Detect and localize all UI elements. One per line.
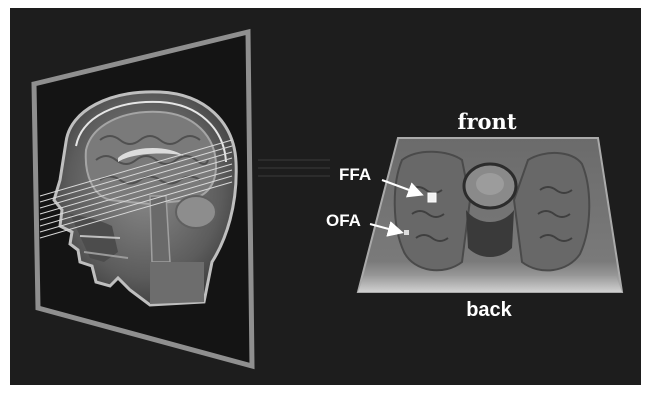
front-label: front	[457, 109, 516, 134]
back-label: back	[466, 299, 512, 321]
ffa-roi-marker	[428, 193, 436, 202]
axial-slab-edge	[358, 276, 622, 292]
ffa-label: FFA	[339, 165, 371, 184]
ofa-roi-marker	[404, 230, 409, 235]
sagittal-panel	[34, 32, 252, 366]
ofa-label: OFA	[326, 211, 361, 230]
axial-panel	[358, 138, 622, 292]
